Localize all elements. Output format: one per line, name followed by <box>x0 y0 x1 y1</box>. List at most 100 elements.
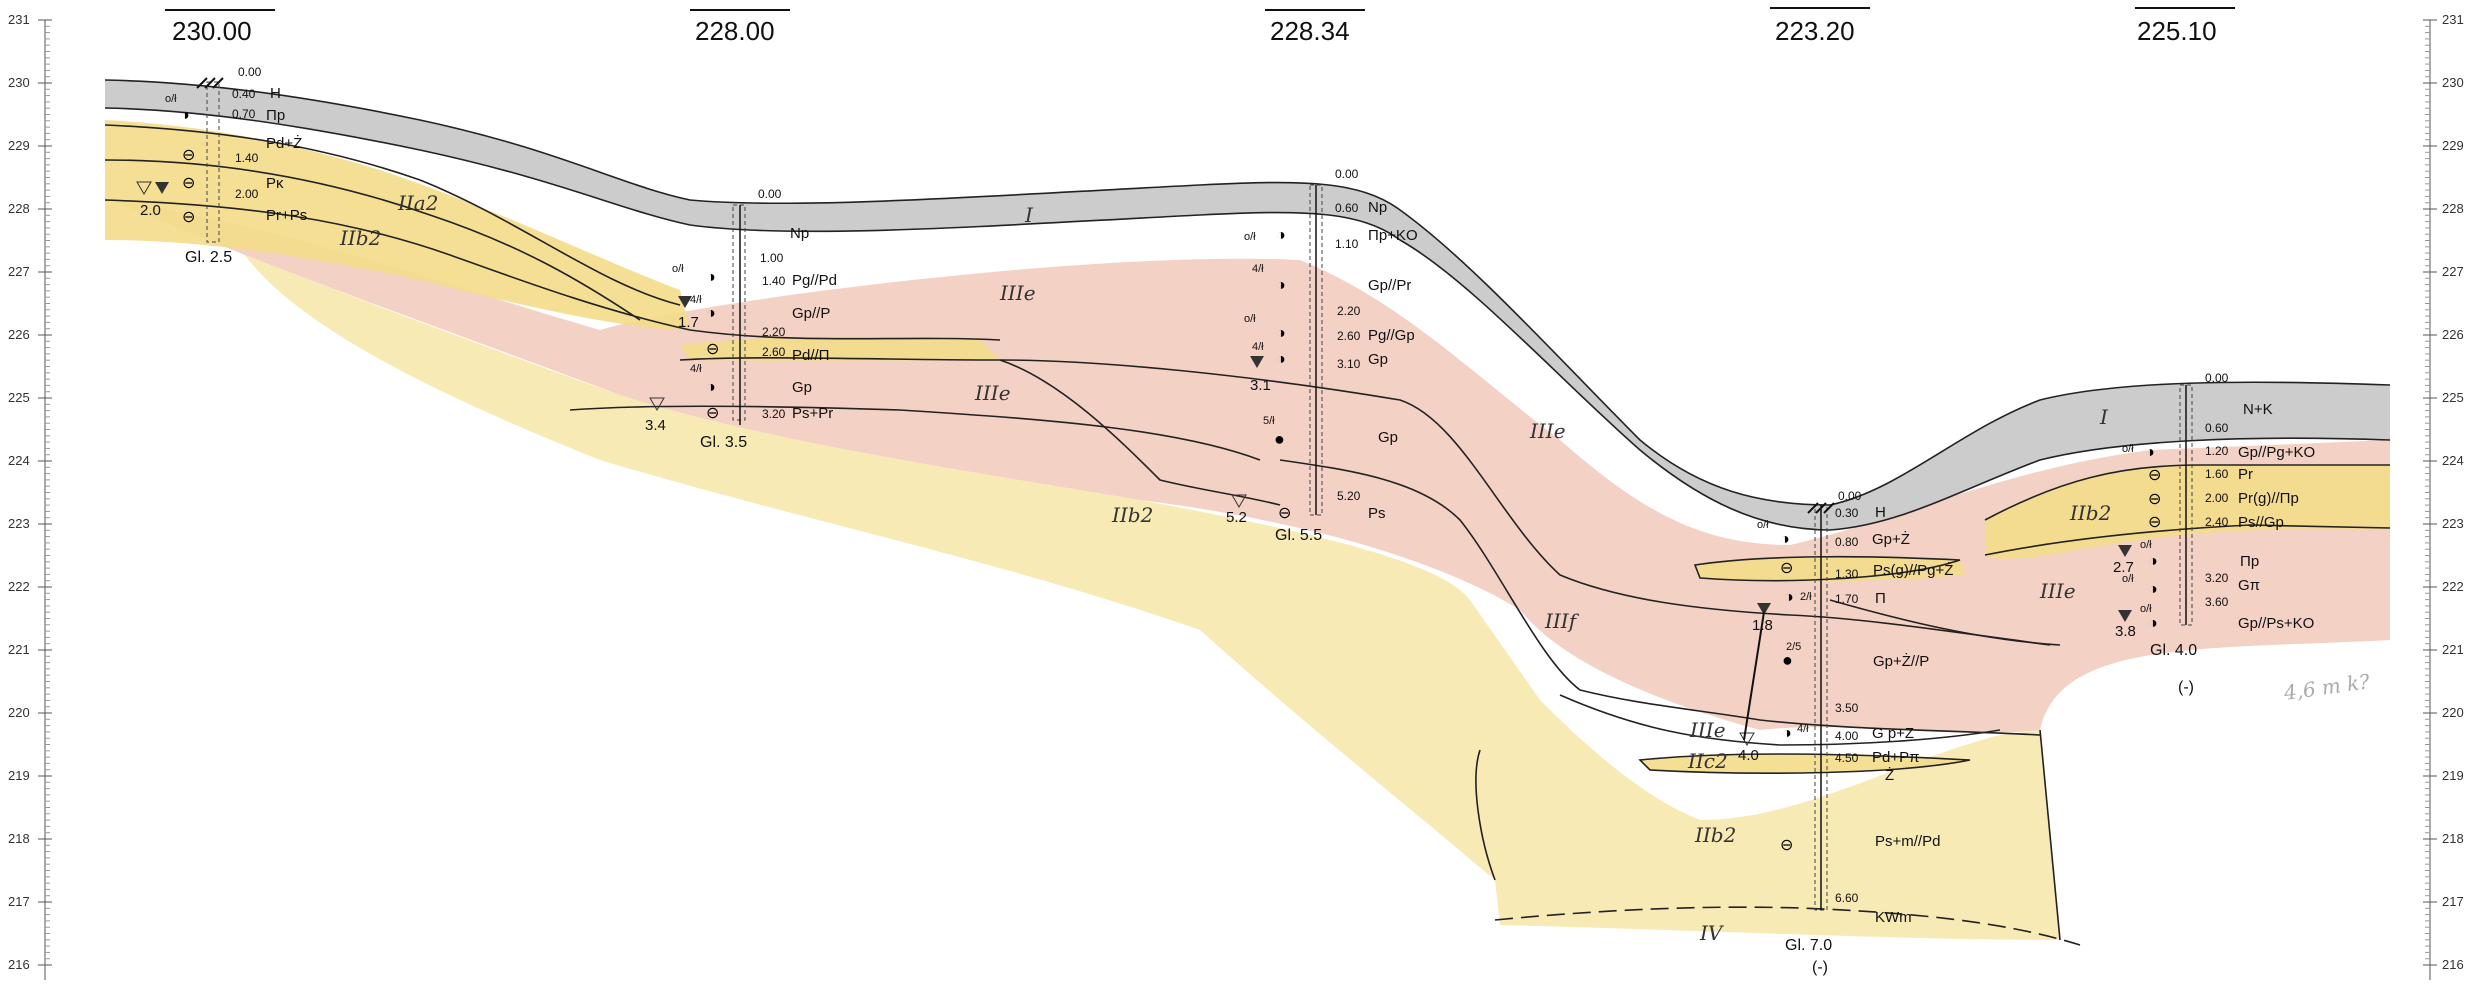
axis-tick-label-right: 221 <box>2442 642 2464 657</box>
line-b <box>104 159 641 321</box>
borehole-elevation: 223.20 <box>1775 16 1855 46</box>
svg-text:Πp: Πp <box>266 107 285 124</box>
water-table-icon <box>649 397 665 411</box>
svg-text:◑: ◑ <box>1276 351 1286 368</box>
svg-text:Gp//Ps+KO: Gp//Ps+KO <box>2238 615 2314 632</box>
svg-text:IV: IV <box>1699 921 1725 945</box>
svg-text:6.60: 6.60 <box>1835 891 1859 905</box>
svg-text:0.60: 0.60 <box>1335 201 1359 215</box>
svg-text:⊖: ⊖ <box>2148 491 2161 508</box>
line-bottom-iv <box>1494 906 2081 946</box>
axis-tick-label-right: 219 <box>2442 768 2464 783</box>
svg-text:0.00: 0.00 <box>1335 167 1359 181</box>
svg-text:3.20: 3.20 <box>762 407 786 421</box>
svg-text:(-): (-) <box>2178 679 2194 696</box>
line-right-2 <box>1984 524 2391 556</box>
borehole-2: 228.00 0.00 1.00 1.40 2.20 2.60 3.20 Np … <box>645 9 837 451</box>
borehole-3: 228.34 0.00 0.60 1.10 2.20 2.60 3.10 5.2… <box>1226 9 1418 544</box>
svg-text:Gl. 3.5: Gl. 3.5 <box>700 434 747 451</box>
svg-text:0.70: 0.70 <box>232 107 256 121</box>
stratum-lens-middle <box>680 336 1000 361</box>
svg-text:2.0: 2.0 <box>140 202 161 219</box>
svg-text:Gp+Ż//P: Gp+Ż//P <box>1873 652 1929 670</box>
line-g <box>1279 459 2041 736</box>
stratum-I-gray <box>105 80 2390 530</box>
svg-text:Pd//Π: Pd//Π <box>792 347 830 364</box>
symbol: ⊖ <box>182 175 195 192</box>
svg-text:◑: ◑ <box>1784 589 1794 606</box>
svg-text:Ż: Ż <box>1885 766 1894 784</box>
svg-text:KWm: KWm <box>1875 909 1912 926</box>
svg-text:◑: ◑ <box>706 305 716 322</box>
line-lens2 <box>1638 753 1971 774</box>
line-right-1 <box>1984 464 2390 521</box>
axis-tick-label-left: 228 <box>8 201 30 216</box>
svg-text:Np: Np <box>790 225 809 242</box>
svg-text:1.40: 1.40 <box>235 151 259 165</box>
axis-tick-label-right: 229 <box>2442 138 2464 153</box>
axis-tick-label-right: 231 <box>2442 12 2464 27</box>
svg-text:(-): (-) <box>1812 959 1828 976</box>
svg-text:⊖: ⊖ <box>1278 505 1291 522</box>
svg-text:⊖: ⊖ <box>1780 837 1793 854</box>
water-table-icon <box>1757 603 1771 615</box>
svg-text:4.00: 4.00 <box>1835 729 1859 743</box>
svg-text:Ps: Ps <box>1368 505 1386 522</box>
svg-text:◑: ◑ <box>706 379 716 396</box>
svg-text:I: I <box>1024 203 1034 227</box>
svg-text:Gp+Ż: Gp+Ż <box>1872 530 1910 548</box>
svg-text:Np: Np <box>1368 199 1387 216</box>
svg-text:0.00: 0.00 <box>758 187 782 201</box>
svg-text:3.50: 3.50 <box>1835 701 1859 715</box>
svg-text:o/ł: o/ł <box>165 93 177 105</box>
line-f <box>999 359 1281 506</box>
axis-tick-label-left: 224 <box>8 453 30 468</box>
svg-text:2.00: 2.00 <box>235 187 259 201</box>
axis-tick-label-left: 217 <box>8 894 30 909</box>
svg-text:IIb2: IIb2 <box>1111 503 1153 527</box>
svg-text:Gl. 5.5: Gl. 5.5 <box>1275 527 1322 544</box>
svg-text:Πp: Πp <box>2240 553 2259 570</box>
stratum-IIb2-right <box>1985 465 2390 559</box>
line-base-I <box>104 107 2391 531</box>
svg-text:◑: ◑ <box>1276 325 1286 342</box>
stratum-IIa2-yellow <box>105 120 690 330</box>
svg-text:o/ł: o/ł <box>2122 443 2134 455</box>
borehole-1: 230.00 0.00 0.40 0.70 1.40 2.00 H Πp Pd+… <box>136 9 307 266</box>
axis-tick-label-left: 226 <box>8 327 30 342</box>
water-table-icon <box>1250 356 1264 368</box>
svg-text:Gl. 2.5: Gl. 2.5 <box>185 249 232 266</box>
line-right-3 <box>1829 599 2061 646</box>
svg-text:3.4: 3.4 <box>645 417 666 434</box>
axis-tick-label-left: 227 <box>8 264 30 279</box>
svg-text:●: ● <box>1782 650 1793 670</box>
line-h <box>1559 694 2001 746</box>
stratum-lens-lower <box>1695 556 1965 582</box>
svg-text:3.8: 3.8 <box>2115 623 2136 640</box>
svg-text:⊖: ⊖ <box>2148 514 2161 531</box>
svg-text:Pg//Gp: Pg//Gp <box>1368 327 1415 344</box>
svg-text:2.20: 2.20 <box>762 325 786 339</box>
line-d <box>679 356 2051 646</box>
svg-text:Gπ: Gπ <box>2238 577 2260 594</box>
svg-text:IIc2: IIc2 <box>1687 749 1728 773</box>
svg-text:3.20: 3.20 <box>2205 571 2229 585</box>
svg-text:G p+Z: G p+Z <box>1872 725 1914 742</box>
svg-text:IIb2: IIb2 <box>2069 501 2111 525</box>
svg-text:Πp+KO: Πp+KO <box>1368 227 1418 244</box>
svg-text:N+K: N+K <box>2243 401 2273 418</box>
svg-text:Pr: Pr <box>2238 466 2253 483</box>
svg-text:4/ł: 4/ł <box>690 363 702 375</box>
line-base-right <box>2039 729 2061 941</box>
svg-text:⊖: ⊖ <box>2148 467 2161 484</box>
line-lens <box>1693 555 1961 582</box>
axis-tick-label-right: 230 <box>2442 75 2464 90</box>
symbol: ⊖ <box>182 209 195 226</box>
svg-text:2.20: 2.20 <box>1337 304 1361 318</box>
svg-text:H: H <box>270 85 281 102</box>
svg-text:IIIe: IIIe <box>1529 419 1566 443</box>
svg-text:●: ● <box>1274 429 1285 449</box>
svg-text:H: H <box>1875 504 1886 521</box>
svg-text:Pd+Pπ: Pd+Pπ <box>1872 749 1919 766</box>
svg-text:1.20: 1.20 <box>2205 444 2229 458</box>
